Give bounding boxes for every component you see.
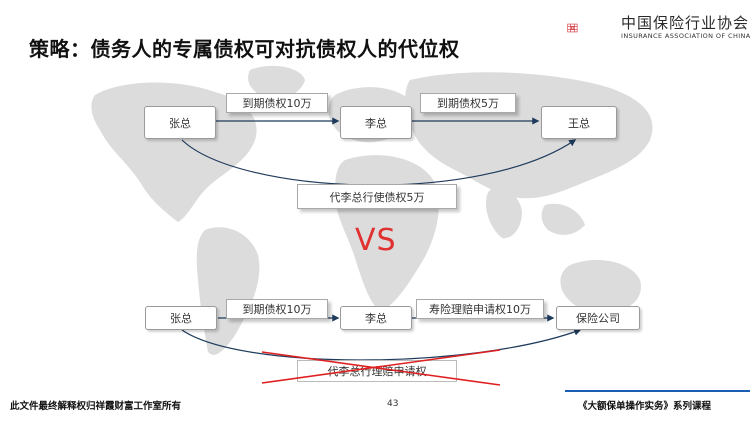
- bottom-label-bc-text: 寿险理赔申请权10万: [429, 303, 531, 316]
- map-south-asia: [486, 188, 522, 239]
- bottom-node-li: 李总: [340, 306, 412, 330]
- footer-accent-line: [565, 390, 750, 392]
- bottom-node-zhang: 张总: [145, 306, 217, 330]
- map-greenland: [248, 65, 305, 99]
- bottom-node-zhang-label: 张总: [170, 312, 192, 325]
- bottom-node-insurer: 保险公司: [556, 306, 640, 330]
- slide-title: 策略：债务人的专属债权可对抗债权人的代位权: [29, 37, 460, 61]
- bottom-label-bc: 寿险理赔申请权10万: [416, 299, 544, 319]
- top-node-wang: 王总: [541, 106, 617, 139]
- map-southeast-asia: [541, 203, 585, 235]
- footer-course-name: 《大额保单操作实务》系列课程: [578, 401, 712, 412]
- bottom-label-ab-text: 到期债权10万: [242, 303, 312, 316]
- top-label-ab: 到期债权10万: [226, 93, 328, 113]
- arrow-bottom-claim-curve: [181, 328, 582, 361]
- top-label-subrogation-text: 代李总行使债权5万: [329, 190, 425, 204]
- insurance-association-logo: [567, 23, 578, 33]
- page-number: 43: [387, 399, 399, 409]
- top-node-li: 李总: [340, 106, 412, 139]
- logo-name: 中国保险行业协会: [621, 14, 750, 32]
- top-node-zhang-label: 张总: [169, 116, 191, 130]
- bottom-node-insurer-label: 保险公司: [576, 312, 620, 325]
- bottom-label-crossed: 代李总行理赔申请权: [297, 360, 457, 382]
- bottom-label-crossed-text: 代李总行理赔申请权: [327, 365, 427, 378]
- logo-subtitle: INSURANCE ASSOCIATION OF CHINA: [621, 32, 750, 40]
- cross-line-1: [261, 351, 501, 386]
- top-label-subrogation: 代李总行使债权5万: [297, 184, 457, 209]
- top-node-zhang: 张总: [144, 106, 216, 139]
- top-label-bc-text: 到期债权5万: [437, 97, 499, 110]
- top-node-li-label: 李总: [365, 116, 387, 130]
- footer-copyright: 此文件最终解释权归祥霞财富工作室所有: [10, 401, 182, 412]
- bottom-node-li-label: 李总: [365, 312, 387, 325]
- bottom-label-ab: 到期债权10万: [226, 299, 328, 319]
- top-node-wang-label: 王总: [568, 116, 590, 130]
- top-label-ab-text: 到期债权10万: [242, 97, 312, 110]
- top-label-bc: 到期债权5万: [420, 93, 516, 113]
- vs-text: VS: [355, 223, 397, 258]
- map-australia: [560, 260, 641, 314]
- cross-line-2: [261, 349, 501, 384]
